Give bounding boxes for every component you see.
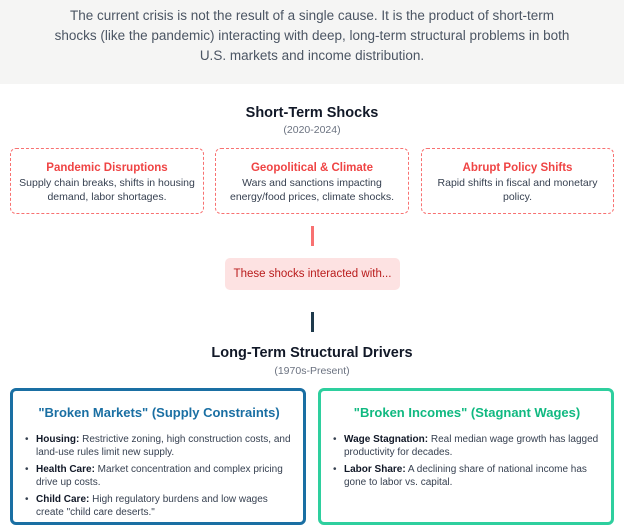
driver-card-title: "Broken Incomes" (Stagnant Wages) <box>353 405 581 420</box>
intro-text: The current crisis is not the result of … <box>54 8 570 63</box>
list-item: Wage Stagnation: Real median wage growth… <box>333 433 601 459</box>
shock-card-title: Abrupt Policy Shifts <box>462 162 573 174</box>
item-label: Wage Stagnation: <box>344 434 429 445</box>
list-item: Child Care: High regulatory burdens and … <box>25 493 293 519</box>
item-text: Market concentration and complex pricing… <box>36 464 283 488</box>
shock-card-title: Pandemic Disruptions <box>46 162 168 174</box>
shock-card-desc: Supply chain breaks, shifts in housing d… <box>19 177 195 203</box>
interaction-pill: These shocks interacted with... <box>225 258 400 290</box>
shock-card-pandemic: Pandemic Disruptions Supply chain breaks… <box>10 148 204 214</box>
short-term-period: (2020-2024) <box>283 124 341 136</box>
item-label: Child Care: <box>36 494 90 505</box>
long-term-period: (1970s-Present) <box>274 365 350 377</box>
item-text: Real median wage growth has lagged produ… <box>344 434 599 458</box>
intro-banner: The current crisis is not the result of … <box>0 0 624 84</box>
driver-list: Housing: Restrictive zoning, high constr… <box>25 433 293 519</box>
item-label: Health Care: <box>36 464 95 475</box>
connector-line-bottom <box>311 312 314 332</box>
shock-card-geopolitical: Geopolitical & Climate Wars and sanction… <box>215 148 409 214</box>
item-label: Labor Share: <box>344 464 406 475</box>
shock-card-desc: Rapid shifts in fiscal and monetary poli… <box>437 177 598 203</box>
list-item: Health Care: Market concentration and co… <box>25 463 293 489</box>
item-text: High regulatory burdens and low wages cr… <box>36 494 268 518</box>
shock-card-desc: Wars and sanctions impacting energy/food… <box>230 177 394 203</box>
item-text: Restrictive zoning, high construction co… <box>36 434 291 458</box>
list-item: Labor Share: A declining share of nation… <box>333 463 601 489</box>
driver-card-title: "Broken Markets" (Supply Constraints) <box>38 405 280 420</box>
list-item: Housing: Restrictive zoning, high constr… <box>25 433 293 459</box>
connector-line-top <box>311 226 314 246</box>
item-text: A declining share of national income has… <box>344 464 587 488</box>
short-term-title: Short-Term Shocks <box>245 105 379 121</box>
shock-card-policy: Abrupt Policy Shifts Rapid shifts in fis… <box>421 148 614 214</box>
item-label: Housing: <box>36 434 80 445</box>
shock-card-title: Geopolitical & Climate <box>250 162 374 174</box>
driver-list: Wage Stagnation: Real median wage growth… <box>333 433 601 489</box>
driver-card-broken-markets: "Broken Markets" (Supply Constraints) Ho… <box>10 388 306 525</box>
driver-card-broken-incomes: "Broken Incomes" (Stagnant Wages) Wage S… <box>318 388 614 525</box>
long-term-title: Long-Term Structural Drivers <box>211 345 413 361</box>
